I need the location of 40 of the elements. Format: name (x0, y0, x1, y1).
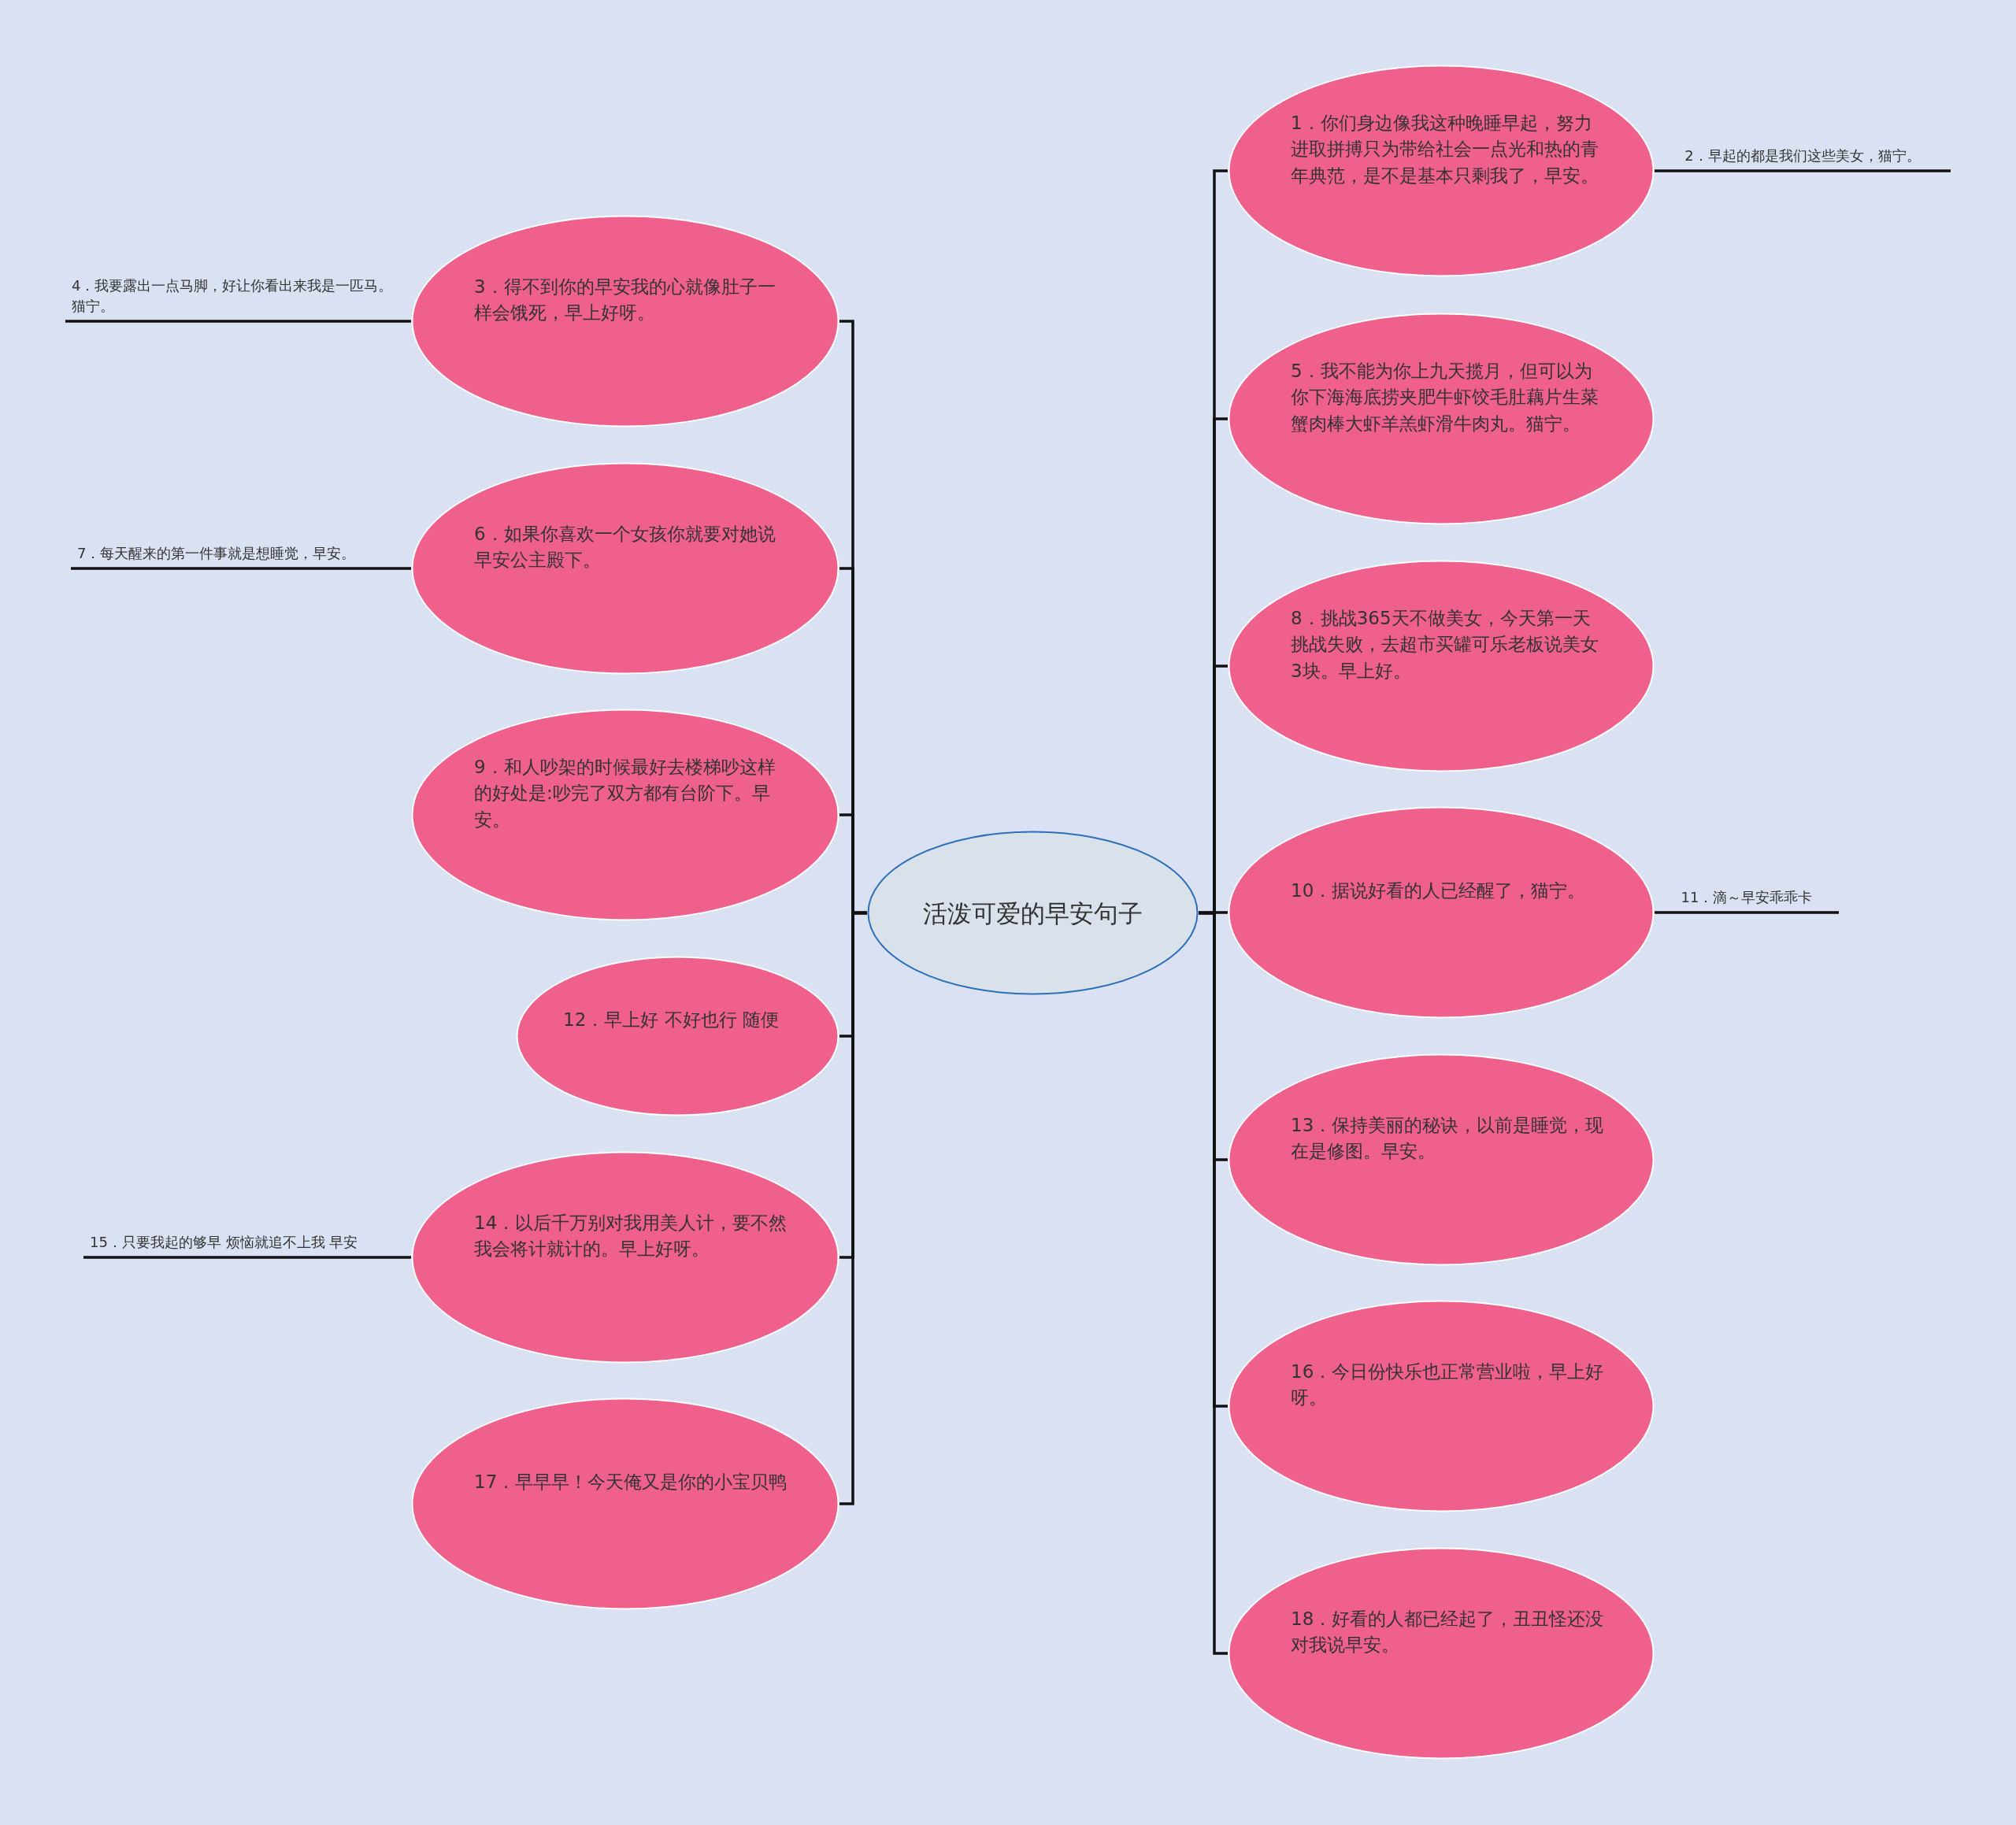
topic-text: 17．早早早！今天俺又是你的小宝贝鸭 (474, 1471, 788, 1494)
connector-line (71, 567, 411, 570)
topic-text: 10．据说好看的人已经醒了，猫宁。 (1291, 879, 1587, 903)
connector-line (65, 320, 411, 323)
subtopic-label: 11．滴～早安乖乖卡 (1655, 873, 1839, 912)
connector-line (1655, 911, 1839, 914)
central-topic-text: 活泼可爱的早安句子 (922, 898, 1143, 929)
topic-ellipse (1228, 1053, 1655, 1266)
topic-ellipse (411, 462, 839, 675)
connector-line (83, 1256, 411, 1259)
topic-ellipse (411, 1397, 839, 1610)
topic-text: 13．保持美丽的秘诀，以前是睡觉，现在是修图。早安。 (1291, 1113, 1605, 1163)
central-topic-ellipse (867, 831, 1199, 995)
topic-text: 14．以后千万别对我用美人计，要不然我会将计就计的。早上好呀。 (474, 1211, 788, 1260)
topic-text: 9．和人吵架的时候最好去楼梯吵这样的好处是:吵完了双方都有台阶下。早安。 (474, 756, 776, 831)
topic-ellipse (1228, 806, 1655, 1019)
topic-ellipse (411, 215, 839, 428)
topic-text: 16．今日份快乐也正常营业啦，早上好呀。 (1291, 1360, 1605, 1409)
topic-text: 3．得不到你的早安我的心就像肚子一样会饿死，早上好呀。 (474, 275, 776, 324)
connector-line (1655, 169, 1951, 172)
topic-ellipse (411, 1151, 839, 1364)
topic-text: 5．我不能为你上九天揽月，但可以为你下海海底捞夹肥牛虾饺毛肚藕片生菜蟹肉棒大虾羊羔虾滑牛肉丸。猫宁。 (1291, 360, 1599, 435)
subtopic-label: 7．每天醒来的第一件事就是想睡觉，早安。 (71, 529, 411, 568)
topic-ellipse (1228, 560, 1655, 772)
subtopic-label: 4．我要露出一点马脚，好让你看出来我是一匹马。猫宁。 (65, 268, 411, 321)
topic-text: 18．好看的人都已经起了，丑丑怪还没对我说早安。 (1291, 1607, 1605, 1657)
connector-line (839, 911, 867, 1505)
topic-text: 1．你们身边像我这种晚睡早起，努力进取拼搏只为带给社会一点光和热的青年典范，是不是基本只剩我了，早安。 (1291, 112, 1599, 187)
topic-ellipse (516, 956, 839, 1116)
topic-ellipse (1228, 1300, 1655, 1512)
connector-line (1199, 911, 1228, 1655)
topic-ellipse (1228, 313, 1655, 525)
topic-text: 6．如果你喜欢一个女孩你就要对她说早安公主殿下。 (474, 522, 776, 572)
subtopic-label: 2．早起的都是我们这些美女，猫宁。 (1655, 131, 1951, 171)
topic-ellipse (411, 709, 839, 921)
topic-ellipse (1228, 1547, 1655, 1760)
topic-text: 12．早上好 不好也行 随便 (563, 1008, 780, 1031)
topic-ellipse (1228, 65, 1655, 277)
topic-text: 8．挑战365天不做美女，今天第一天挑战失败，去超市买罐可乐老板说美女3块。早上好。 (1291, 607, 1599, 683)
subtopic-label: 15．只要我起的够早 烦恼就追不上我 早安 (83, 1218, 411, 1257)
